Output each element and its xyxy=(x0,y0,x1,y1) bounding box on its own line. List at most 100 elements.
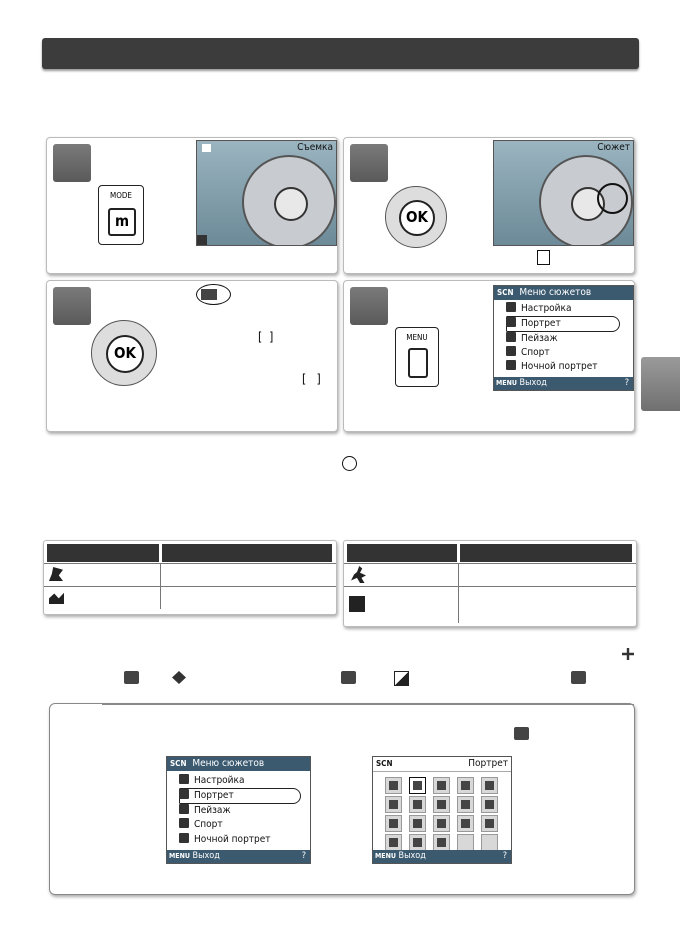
scene-grid-cell[interactable] xyxy=(481,834,498,851)
scene-grid-cell[interactable] xyxy=(433,815,450,832)
menu-item-setup[interactable]: Настройка xyxy=(173,774,244,788)
mode-button-label: MODE xyxy=(110,191,132,200)
menu-item-portrait[interactable]: Портрет xyxy=(173,789,234,803)
step-1-panel: MODE m Съемка xyxy=(46,137,338,274)
menu-item-night-portrait[interactable]: Ночной портрет xyxy=(500,360,598,374)
scene-table-right xyxy=(343,540,637,627)
scene-icon xyxy=(485,781,494,790)
grid-title-bar: SCN Портрет xyxy=(373,757,511,772)
scene-icon xyxy=(413,800,422,809)
scene-grid-cell[interactable] xyxy=(433,834,450,851)
night-portrait-icon xyxy=(179,833,189,843)
menu-item-sport[interactable]: Спорт xyxy=(500,346,550,360)
scene-icon xyxy=(389,838,398,847)
table-header-cell xyxy=(347,544,457,562)
scene-grid-cell[interactable] xyxy=(409,815,426,832)
night-portrait-icon xyxy=(349,596,365,612)
red-eye-icon xyxy=(571,671,586,684)
scene-menu-icon: SCN xyxy=(497,288,514,297)
scene-grid-cell[interactable] xyxy=(409,777,426,794)
scene-grid-cell[interactable] xyxy=(481,796,498,813)
mode-button-illustration: MODE m xyxy=(98,185,144,245)
mode-dial-icon xyxy=(242,155,336,245)
scene-menu-icon: SCN xyxy=(170,759,187,768)
step-number-1 xyxy=(53,144,91,182)
menu-title-bar: SCN Меню сюжетов xyxy=(167,757,310,771)
scene-grid-cell[interactable] xyxy=(433,777,450,794)
lcd-corner-icon xyxy=(197,235,207,245)
section-title-bar xyxy=(42,38,639,69)
menu-title: Меню сюжетов xyxy=(519,287,592,298)
menu-button-label: MENU xyxy=(406,333,428,342)
menu-button-illustration: MENU xyxy=(395,327,439,387)
ok-button-label: OK xyxy=(106,335,144,373)
landscape-icon xyxy=(506,332,516,342)
highlight-ellipse xyxy=(196,284,231,305)
scene-icon xyxy=(461,819,470,828)
menu-item-night-portrait[interactable]: Ночной портрет xyxy=(173,833,271,847)
scene-grid-cell[interactable] xyxy=(385,777,402,794)
menu-item-portrait[interactable]: Портрет xyxy=(500,317,561,331)
menu-item-landscape[interactable]: Пейзаж xyxy=(500,332,558,346)
camera-small-icon xyxy=(202,144,211,152)
scene-icon xyxy=(461,800,470,809)
menu-footer: MENU Выход ? xyxy=(167,850,310,863)
scene-icon xyxy=(437,819,446,828)
table-header-cell xyxy=(47,544,159,562)
note-lcd-scene-menu: SCN Меню сюжетов Настройка Портрет Пейза… xyxy=(166,756,311,864)
menu-item-setup[interactable]: Настройка xyxy=(500,302,571,316)
scene-icon xyxy=(389,781,398,790)
table-header-cell xyxy=(162,544,332,562)
menu-key-hint: MENU xyxy=(496,379,517,387)
note-lcd-scene-grid: SCN Портрет MENU Выход ? xyxy=(372,756,512,864)
scene-table-left xyxy=(43,540,337,615)
scene-grid-cell[interactable] xyxy=(457,834,474,851)
scene-grid-cell[interactable] xyxy=(481,815,498,832)
setup-icon xyxy=(179,774,189,784)
menu-title: Меню сюжетов xyxy=(192,758,265,769)
lcd-shoot-screen: Съемка xyxy=(196,140,337,246)
sport-icon xyxy=(351,566,366,583)
help-icon: ? xyxy=(502,851,507,861)
lcd-scene-label: Сюжет xyxy=(597,142,630,153)
grid-header-label: Портрет xyxy=(468,758,508,769)
scene-grid-cell[interactable] xyxy=(457,796,474,813)
scene-icon xyxy=(485,800,494,809)
red-eye-icon xyxy=(341,671,356,684)
menu-item-sport[interactable]: Спорт xyxy=(173,818,223,832)
macro-icon xyxy=(172,671,186,684)
scene-grid-cell[interactable] xyxy=(385,834,402,851)
scene-grid-cell[interactable] xyxy=(433,796,450,813)
scene-grid-cell[interactable] xyxy=(385,815,402,832)
exit-label: Выход xyxy=(192,851,220,861)
note-divider xyxy=(102,704,634,705)
scene-icon xyxy=(413,781,422,790)
table-row xyxy=(344,586,636,623)
lcd-scene-menu: SCN Меню сюжетов Настройка Портрет Пейза… xyxy=(493,285,634,391)
scene-icon xyxy=(413,819,422,828)
mode-key: m xyxy=(108,208,136,236)
scene-grid-cell[interactable] xyxy=(409,796,426,813)
table-row xyxy=(344,563,636,586)
scene-grid-cell[interactable] xyxy=(481,777,498,794)
landscape-icon xyxy=(49,592,64,604)
menu-key-hint: MENU xyxy=(375,852,396,860)
menu-footer: MENU Выход ? xyxy=(373,850,511,863)
step-4-panel: MENU SCN Меню сюжетов Настройка Портрет … xyxy=(343,280,635,432)
multi-selector-icon: OK xyxy=(385,186,447,248)
frame-bracket: [ ] xyxy=(302,372,321,386)
scene-grid-cell[interactable] xyxy=(457,777,474,794)
scene-icon xyxy=(437,781,446,790)
multi-selector-icon: OK xyxy=(91,320,157,386)
scene-highlight-circle xyxy=(597,183,628,214)
scene-grid-cell[interactable] xyxy=(385,796,402,813)
scene-icon xyxy=(437,800,446,809)
exposure-comp-icon xyxy=(394,671,409,686)
exit-label: Выход xyxy=(519,378,547,388)
menu-item-landscape[interactable]: Пейзаж xyxy=(173,804,231,818)
scene-grid-cell[interactable] xyxy=(409,834,426,851)
scene-grid-cell[interactable] xyxy=(457,815,474,832)
scene-icon xyxy=(437,838,446,847)
lcd-scene-screen: Сюжет xyxy=(493,140,634,246)
step-number-2 xyxy=(350,144,388,182)
